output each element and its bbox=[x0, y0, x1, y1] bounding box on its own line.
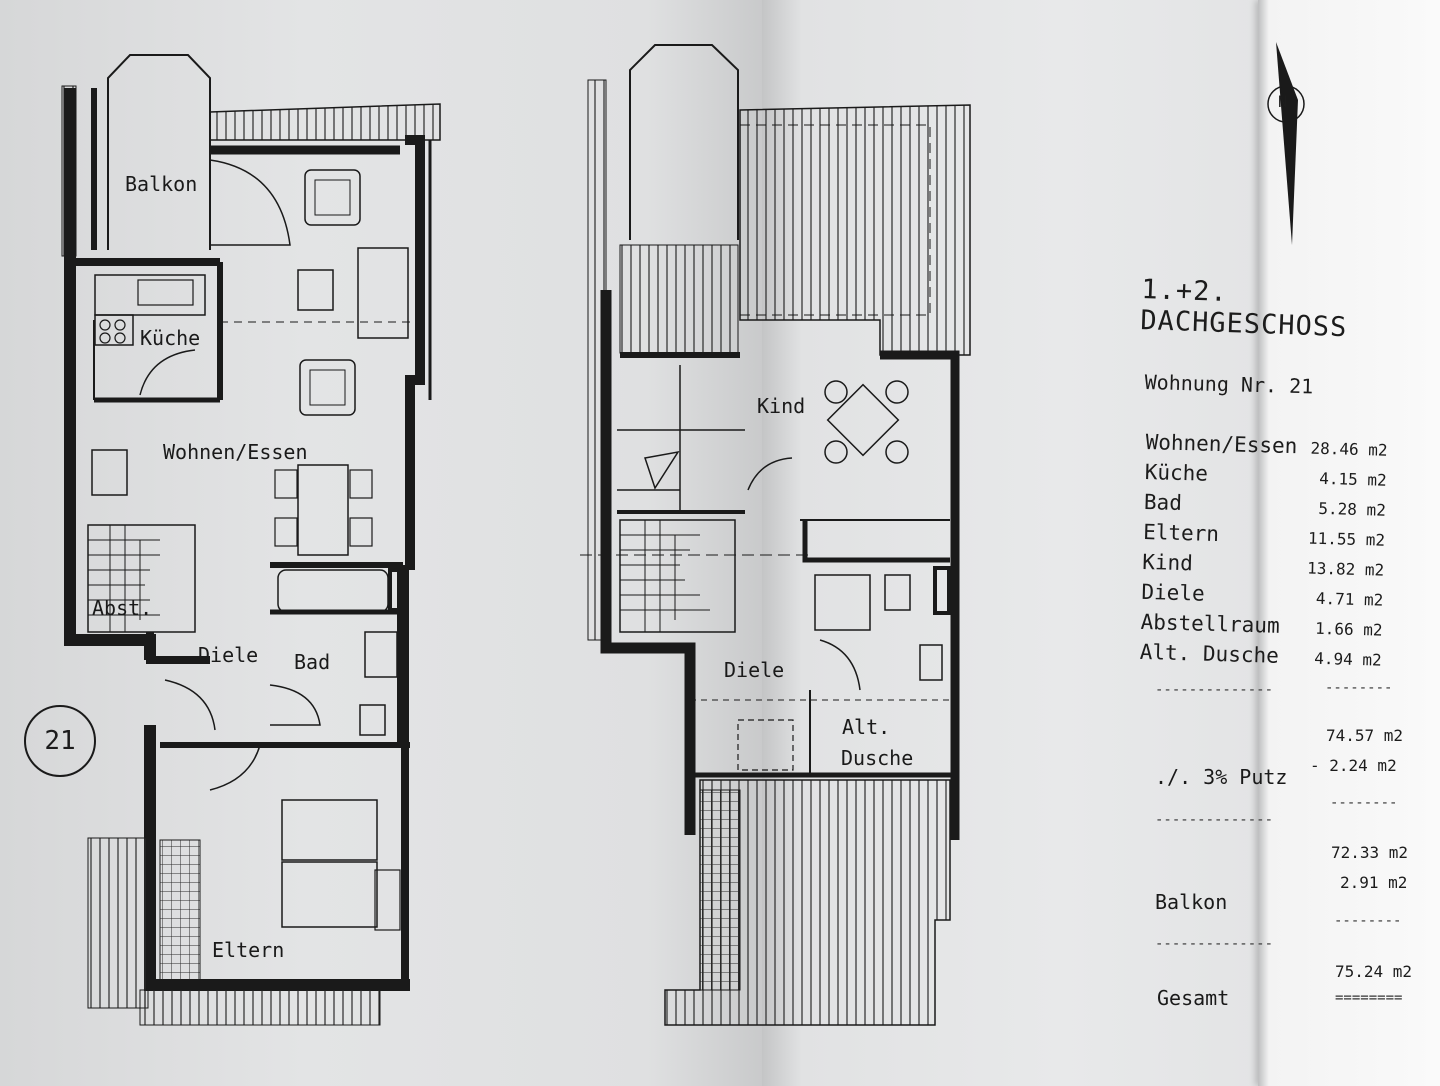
putz-label: ./. 3% Putz bbox=[1155, 765, 1288, 789]
apartment-label: Wohnung Nr. 21 bbox=[1144, 370, 1314, 399]
room-label-diele: Diele bbox=[198, 643, 259, 667]
north-arrow-icon bbox=[1267, 42, 1305, 245]
area-table: Wohnen/Essen 28.46 m2 Küche 4.15 m2 Bad 5.2… bbox=[1139, 430, 1396, 677]
room-label-abst: Abst. bbox=[92, 596, 153, 620]
gesamt-label: Gesamt bbox=[1157, 986, 1230, 1010]
balkon-value: 2.91 m2 bbox=[1340, 873, 1408, 892]
room-label-kind: Kind bbox=[757, 394, 806, 418]
area-row-name: Bad bbox=[1143, 489, 1183, 516]
plan-lower-floor bbox=[61, 54, 441, 1026]
area-row-name: Eltern bbox=[1142, 519, 1220, 547]
room-label-balkon: Balkon bbox=[125, 172, 198, 196]
room-label-alt: Alt. bbox=[842, 715, 891, 739]
rule-line: -------- bbox=[1325, 680, 1393, 696]
room-label-diele-upper: Diele bbox=[724, 658, 785, 682]
area-row-name: Kind bbox=[1141, 549, 1194, 576]
rule-line: -------------- bbox=[1155, 936, 1274, 952]
area-row-name: Alt. Dusche bbox=[1139, 639, 1280, 668]
putz-value: - 2.24 m2 bbox=[1310, 756, 1397, 775]
double-rule-line: ======== bbox=[1335, 990, 1403, 1006]
area-row-name: Abstellraum bbox=[1140, 609, 1280, 638]
area-row-value: 4.15 m2 bbox=[1319, 468, 1387, 490]
apartment-number-badge: 21 bbox=[24, 705, 96, 777]
rule-line: -------- bbox=[1330, 795, 1398, 811]
north-label: N bbox=[1278, 92, 1288, 111]
area-row-value: 11.55 m2 bbox=[1307, 528, 1386, 550]
area-row-value: 5.28 m2 bbox=[1318, 498, 1387, 520]
plan-upper-floor bbox=[580, 44, 971, 1026]
area-row-value: 4.94 m2 bbox=[1313, 648, 1382, 670]
rule-line: -------- bbox=[1334, 913, 1402, 929]
sheet-title: 1.+2. DACHGESCHOSS bbox=[1139, 274, 1348, 344]
rule-line: -------------- bbox=[1155, 812, 1274, 828]
area-row-value: 1.66 m2 bbox=[1314, 618, 1383, 640]
room-label-bad: Bad bbox=[294, 650, 331, 674]
area-row-name: Wohnen/Essen bbox=[1145, 430, 1298, 459]
area-row-name: Küche bbox=[1144, 459, 1209, 486]
area-row-value: 13.82 m2 bbox=[1306, 558, 1385, 580]
area-row-value: 4.71 m2 bbox=[1315, 588, 1384, 610]
room-label-eltern: Eltern bbox=[212, 938, 285, 962]
rule-line: -------------- bbox=[1155, 682, 1274, 698]
area-row-name: Diele bbox=[1141, 579, 1206, 606]
balkon-label: Balkon bbox=[1155, 890, 1228, 914]
area-row-value: 28.46 m2 bbox=[1310, 438, 1388, 460]
gesamt-value: 75.24 m2 bbox=[1335, 962, 1413, 981]
subtotal-value: 74.57 m2 bbox=[1326, 726, 1404, 745]
room-label-dusche: Dusche bbox=[841, 746, 914, 770]
room-label-wohnen-essen: Wohnen/Essen bbox=[163, 440, 308, 464]
room-label-kueche: Küche bbox=[140, 326, 201, 350]
net-value: 72.33 m2 bbox=[1331, 843, 1409, 862]
